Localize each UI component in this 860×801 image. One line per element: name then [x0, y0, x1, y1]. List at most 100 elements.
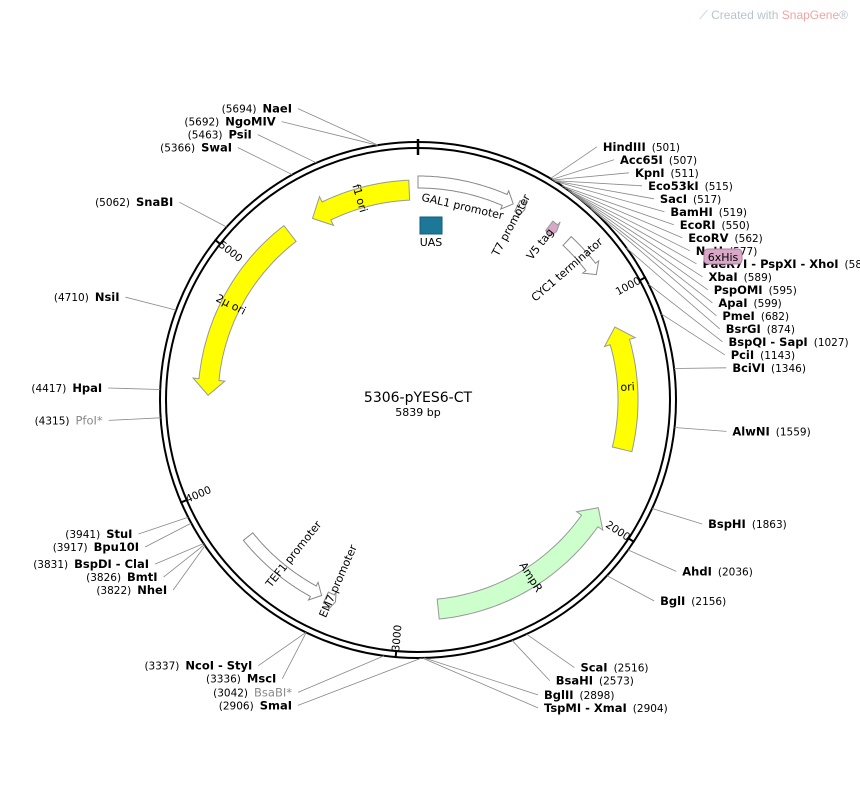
site-name: BglI: [660, 594, 685, 608]
site-name: PfoI*: [75, 413, 102, 427]
site-position: (4710): [54, 292, 89, 304]
site-position: (3831): [33, 559, 68, 571]
site-name: PsiI: [229, 128, 252, 142]
site-position: (1027): [814, 337, 849, 349]
site-label-eco53ki: Eco53kI (515): [648, 179, 733, 193]
site-position: (2573): [599, 676, 634, 688]
site-position: (2898): [580, 690, 615, 702]
site-label-pcii: PciI(1143): [731, 348, 795, 362]
site-label-apai: ApaI (599): [718, 296, 781, 310]
site-name: Bpu10I: [94, 540, 139, 554]
site-label-nhei: (3822)NheI: [96, 583, 167, 597]
site-name: BspHI: [708, 517, 746, 531]
ruler-tick-label: 3000: [390, 624, 404, 652]
site-position: (515): [705, 181, 733, 193]
ampr-arrow: [436, 507, 604, 620]
site-name: Acc65I: [620, 153, 663, 167]
site-leader-line: [125, 296, 177, 311]
site-label-bmti: (3826)BmtI: [86, 570, 157, 584]
ruler-tick: [179, 498, 189, 504]
watermark: ⟋ Created with SnapGene®: [699, 8, 848, 22]
site-name: NcoI - StyI: [185, 659, 252, 673]
site-position: (550): [721, 220, 749, 232]
site-position: (589): [744, 272, 772, 284]
site-label-ahdi: AhdI(2036): [682, 564, 753, 578]
site-leader-line: [154, 543, 204, 565]
site-leader-line: [172, 545, 206, 591]
site-leader-line: [552, 172, 629, 181]
uas-box: [419, 216, 443, 235]
site-name: MscI: [247, 672, 276, 686]
site-label-bgli: BglI (2156): [660, 594, 726, 608]
site-position: (2516): [614, 663, 649, 675]
site-label-pspomi: PspOMI(595): [714, 283, 797, 297]
site-position: (517): [693, 194, 721, 206]
ori-label: ori: [620, 380, 635, 394]
site-label-bsabi: (3042)BsaBI*: [213, 685, 292, 699]
site-label-swai: (5366)SwaI: [160, 141, 232, 155]
gal1-promoter-arrow: [417, 175, 514, 211]
restriction-sites: HindIII(501)Acc65I(507)KpnI(511)Eco53kI(…: [31, 102, 860, 715]
site-label-hindiii: HindIII(501): [603, 140, 680, 154]
site-leader-line: [572, 193, 713, 304]
2-ori-arrow: [191, 224, 297, 397]
site-leader-line: [590, 208, 717, 317]
site-leader-line: [606, 575, 655, 602]
site-position: (1346): [771, 363, 806, 375]
site-position: (3917): [53, 542, 88, 554]
site-label-ncoi-styi: (3337) NcoI - StyI: [144, 659, 252, 673]
site-label-acc65i: Acc65I(507): [620, 153, 697, 167]
site-name: NheI: [137, 583, 167, 597]
site-leader-line: [571, 192, 709, 291]
site-name: NgoMIV: [225, 115, 275, 129]
em7-promoter-label: EM7 promoter: [317, 542, 360, 619]
site-position: (577): [729, 246, 757, 258]
site-leader-line: [561, 185, 674, 226]
site-position: (599): [754, 298, 782, 310]
site-name: EcoRV: [688, 231, 728, 245]
site-position: (3826): [86, 572, 121, 584]
site-leader-line: [163, 544, 205, 578]
site-leader-line: [660, 313, 725, 356]
site-name: AlwNI: [732, 424, 769, 438]
site-position: (5463): [188, 130, 223, 142]
plasmid-name: 5306-pYES6-CT: [364, 390, 473, 406]
site-name: SmaI: [260, 698, 292, 712]
site-label-pfoi: (4315)PfoI*: [35, 413, 103, 427]
site-position: (2036): [718, 566, 753, 578]
site-label-xbai: XbaI(589): [708, 270, 771, 284]
site-position: (562): [735, 233, 763, 245]
site-leader-line: [626, 247, 720, 330]
site-position: (3337): [144, 661, 179, 673]
site-name: BsrGI: [726, 322, 761, 336]
site-leader-line: [237, 147, 293, 176]
ori-arrow: [603, 326, 639, 453]
site-leader-line: [674, 367, 727, 369]
site-name: BspDI - ClaI: [74, 557, 149, 571]
site-label-ngomiv: (5692)NgoMIV: [184, 115, 275, 129]
site-label-bspdi-clai: (3831) BspDI - ClaI: [33, 557, 149, 571]
site-name: Eco53kI: [648, 179, 699, 193]
site-position: (874): [767, 324, 795, 336]
site-position: (3336): [206, 674, 241, 686]
site-position: (4417): [31, 383, 66, 395]
site-leader-line: [138, 516, 189, 535]
plasmid-size: 5839 bp: [395, 406, 440, 419]
v5-tag-label: V5 tag: [524, 226, 557, 262]
site-name: StuI: [106, 527, 132, 541]
site-position: (2156): [691, 596, 726, 608]
v5-tag-arrow: [544, 220, 561, 238]
site-label-psii: (5463) PsiI: [188, 128, 252, 142]
site-leader-line: [554, 180, 665, 213]
site-name: HpaI: [72, 381, 102, 395]
f1-ori-arrow: [311, 179, 411, 227]
site-label-alwni: AlwNI(1559): [732, 424, 810, 438]
site-position: (5366): [160, 143, 195, 155]
site-position: (5062): [95, 197, 130, 209]
site-name: NsiI: [95, 290, 120, 304]
site-name: ApaI: [718, 296, 747, 310]
site-label-kpni: KpnI(511): [635, 166, 699, 180]
site-leader-line: [144, 522, 192, 548]
site-label-ecorv: EcoRV (562): [688, 231, 763, 245]
